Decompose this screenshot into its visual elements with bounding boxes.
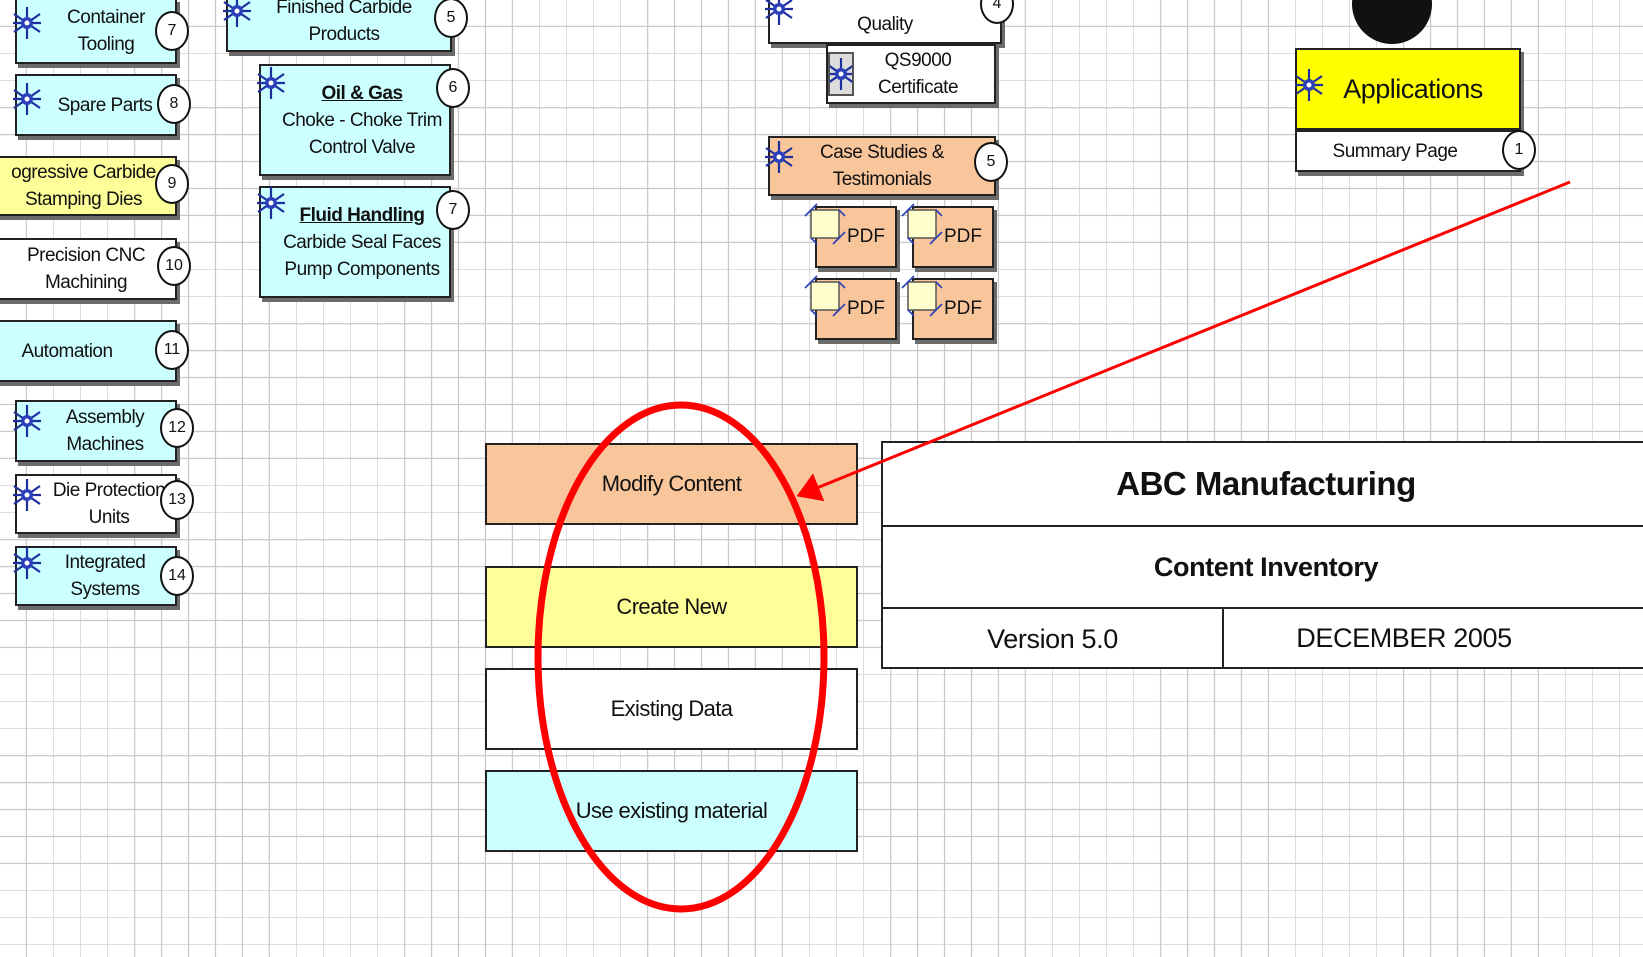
link-star-icon[interactable] (222, 0, 252, 28)
black-circle-node (1352, 0, 1432, 44)
link-star-icon[interactable] (764, 140, 794, 174)
node-fluid-handling[interactable]: Fluid Handling Carbide Seal Faces Pump C… (259, 186, 451, 298)
node-label-line1: Assembly (65, 407, 145, 428)
node-label-line2: Choke - Choke Trim (282, 109, 442, 131)
pdf-icon (901, 203, 943, 245)
pdf-link[interactable]: PDF (804, 203, 897, 268)
node-finished-carbide[interactable]: Finished Carbide Products (226, 0, 452, 52)
node-label-line1: Die Protection (52, 480, 166, 501)
pdf-label: PDF (847, 226, 885, 247)
node-progressive-carbide[interactable]: ogressive Carbide Stamping Dies (0, 156, 177, 216)
node-container-tooling[interactable]: Container Tooling (15, 0, 177, 64)
node-label-line1: Precision CNC (26, 245, 146, 266)
pdf-label: PDF (944, 226, 982, 247)
node-label-line3: Control Valve (308, 136, 416, 158)
pdf-link[interactable]: PDF (901, 275, 994, 340)
date-cell: DECEMBER 2005 (1296, 622, 1512, 653)
node-number: 5 (434, 0, 468, 38)
node-summary-page[interactable]: Summary Page (1295, 130, 1521, 172)
node-label-line2: Stamping Dies (24, 189, 143, 210)
node-quality[interactable]: Quality (768, 0, 1002, 44)
pdf-link[interactable]: PDF (804, 275, 897, 340)
node-number: 8 (157, 84, 191, 124)
pdf-label: PDF (847, 298, 885, 319)
link-star-icon[interactable] (764, 0, 794, 26)
node-number: 7 (436, 190, 470, 230)
document-icon[interactable] (826, 52, 856, 96)
node-label-line1: Applications (1343, 73, 1483, 104)
link-star-icon[interactable] (12, 404, 42, 438)
node-label-line3: Pump Components (284, 258, 440, 280)
legend-label: Modify Content (601, 471, 742, 496)
node-label-line2: Units (88, 507, 130, 528)
node-label-line1: Integrated (64, 552, 146, 573)
node-label-line1: ogressive Carbide (11, 162, 156, 183)
node-integrated-systems[interactable]: Integrated Systems (15, 546, 177, 606)
legend-label: Existing Data (610, 696, 733, 721)
node-label-line1: Automation (21, 340, 113, 362)
node-number: 12 (160, 408, 194, 448)
legend-label: Create New (616, 594, 727, 619)
node-spare-parts[interactable]: Spare Parts (15, 74, 177, 136)
node-title: Fluid Handling (299, 204, 425, 226)
node-case-studies[interactable]: Case Studies & Testimonials (768, 136, 996, 196)
node-number: 9 (155, 164, 189, 204)
node-title: Oil & Gas (321, 82, 403, 104)
node-precision-cnc[interactable]: Precision CNC Machining (0, 238, 177, 300)
node-number: 6 (436, 68, 470, 108)
legend-use-existing-material: Use existing material (485, 770, 858, 852)
pdf-link[interactable]: PDF (901, 203, 994, 268)
title-block: ABC Manufacturing Content Inventory Vers… (881, 441, 1643, 669)
node-number: 13 (160, 480, 194, 520)
legend-existing-data: Existing Data (485, 668, 858, 750)
link-star-icon[interactable] (256, 66, 286, 100)
node-label-line1: Finished Carbide (276, 0, 412, 18)
node-label-line1: Summary Page (1332, 140, 1458, 162)
node-label-line1: QS9000 (884, 50, 952, 71)
node-label-line2: Products (308, 24, 380, 45)
pdf-icon (901, 275, 943, 317)
node-number: 14 (160, 556, 194, 596)
link-star-icon[interactable] (12, 82, 42, 116)
company-name: ABC Manufacturing (883, 443, 1643, 527)
node-number: 11 (155, 330, 189, 370)
link-star-icon[interactable] (256, 186, 286, 220)
node-automation[interactable]: Automation (0, 320, 177, 382)
node-number: 7 (155, 11, 189, 51)
link-star-icon[interactable] (1294, 68, 1324, 102)
link-star-icon[interactable] (12, 546, 42, 580)
node-label-line2: Certificate (877, 77, 959, 98)
node-label-line1: Container (67, 7, 145, 28)
document-title: Content Inventory (883, 527, 1643, 609)
node-qs9000-certificate[interactable]: QS9000 Certificate (826, 44, 996, 104)
link-star-icon[interactable] (12, 478, 42, 512)
node-label-line2: Machining (44, 272, 128, 293)
node-label-line2: Machines (66, 434, 144, 455)
node-number: 5 (974, 142, 1008, 182)
node-number: 1 (1502, 130, 1536, 170)
node-oil-gas[interactable]: Oil & Gas Choke - Choke Trim Control Val… (259, 64, 451, 176)
pdf-icon (804, 275, 846, 317)
node-label-line1: Case Studies & (820, 142, 944, 163)
node-label-line2: Testimonials (832, 169, 932, 190)
legend-modify-content: Modify Content (485, 443, 858, 525)
node-label-line2: Systems (70, 579, 140, 600)
node-label-line1: Spare Parts (57, 94, 153, 116)
node-number: 10 (157, 246, 191, 286)
legend-create-new: Create New (485, 566, 858, 648)
version-cell: Version 5.0 (883, 609, 1224, 669)
legend-label: Use existing material (575, 798, 768, 823)
pdf-label: PDF (944, 298, 982, 319)
link-star-icon[interactable] (12, 6, 42, 40)
pdf-icon (804, 203, 846, 245)
node-applications[interactable]: Applications (1295, 48, 1521, 130)
node-label-line2: Carbide Seal Faces (283, 231, 441, 253)
node-label-line1: Quality (857, 13, 913, 35)
node-assembly-machines[interactable]: Assembly Machines (15, 400, 177, 462)
node-label-line2: Tooling (77, 34, 135, 55)
